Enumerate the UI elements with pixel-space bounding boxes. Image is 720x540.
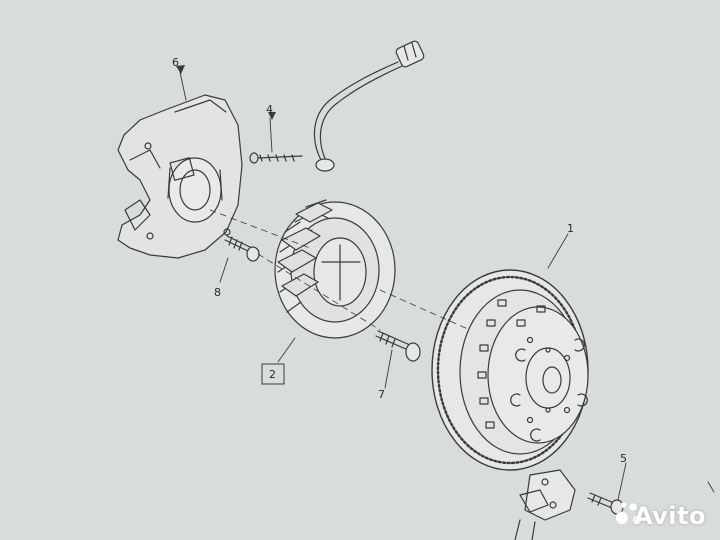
- callout-6: 6: [172, 56, 179, 69]
- screw-part-4: [249, 152, 303, 164]
- callout-5: 5: [620, 452, 627, 465]
- avito-watermark: Avito: [633, 502, 706, 530]
- stator-part-2: [274, 199, 396, 339]
- callout-4: 4: [266, 103, 273, 116]
- callout-2: 2: [269, 368, 276, 381]
- assembly-axis: [209, 209, 471, 331]
- callout-2-box: [261, 363, 285, 385]
- arrow-head-part-4: [268, 112, 276, 120]
- callout-8: 8: [214, 286, 221, 299]
- sensor-bracket: [514, 469, 576, 540]
- callout-7: 7: [378, 388, 385, 401]
- stator-wire-lead: [313, 40, 425, 172]
- avito-dots-icon: [615, 501, 643, 526]
- leader-lines: [179, 71, 715, 501]
- flywheel-part-1: [431, 269, 589, 471]
- arrow-head-part-6: [176, 65, 185, 74]
- bolt-part-7: [375, 330, 421, 362]
- bolt-part-8: [224, 235, 260, 262]
- callout-1: 1: [567, 222, 574, 235]
- backing-plate-part-6: [117, 94, 243, 259]
